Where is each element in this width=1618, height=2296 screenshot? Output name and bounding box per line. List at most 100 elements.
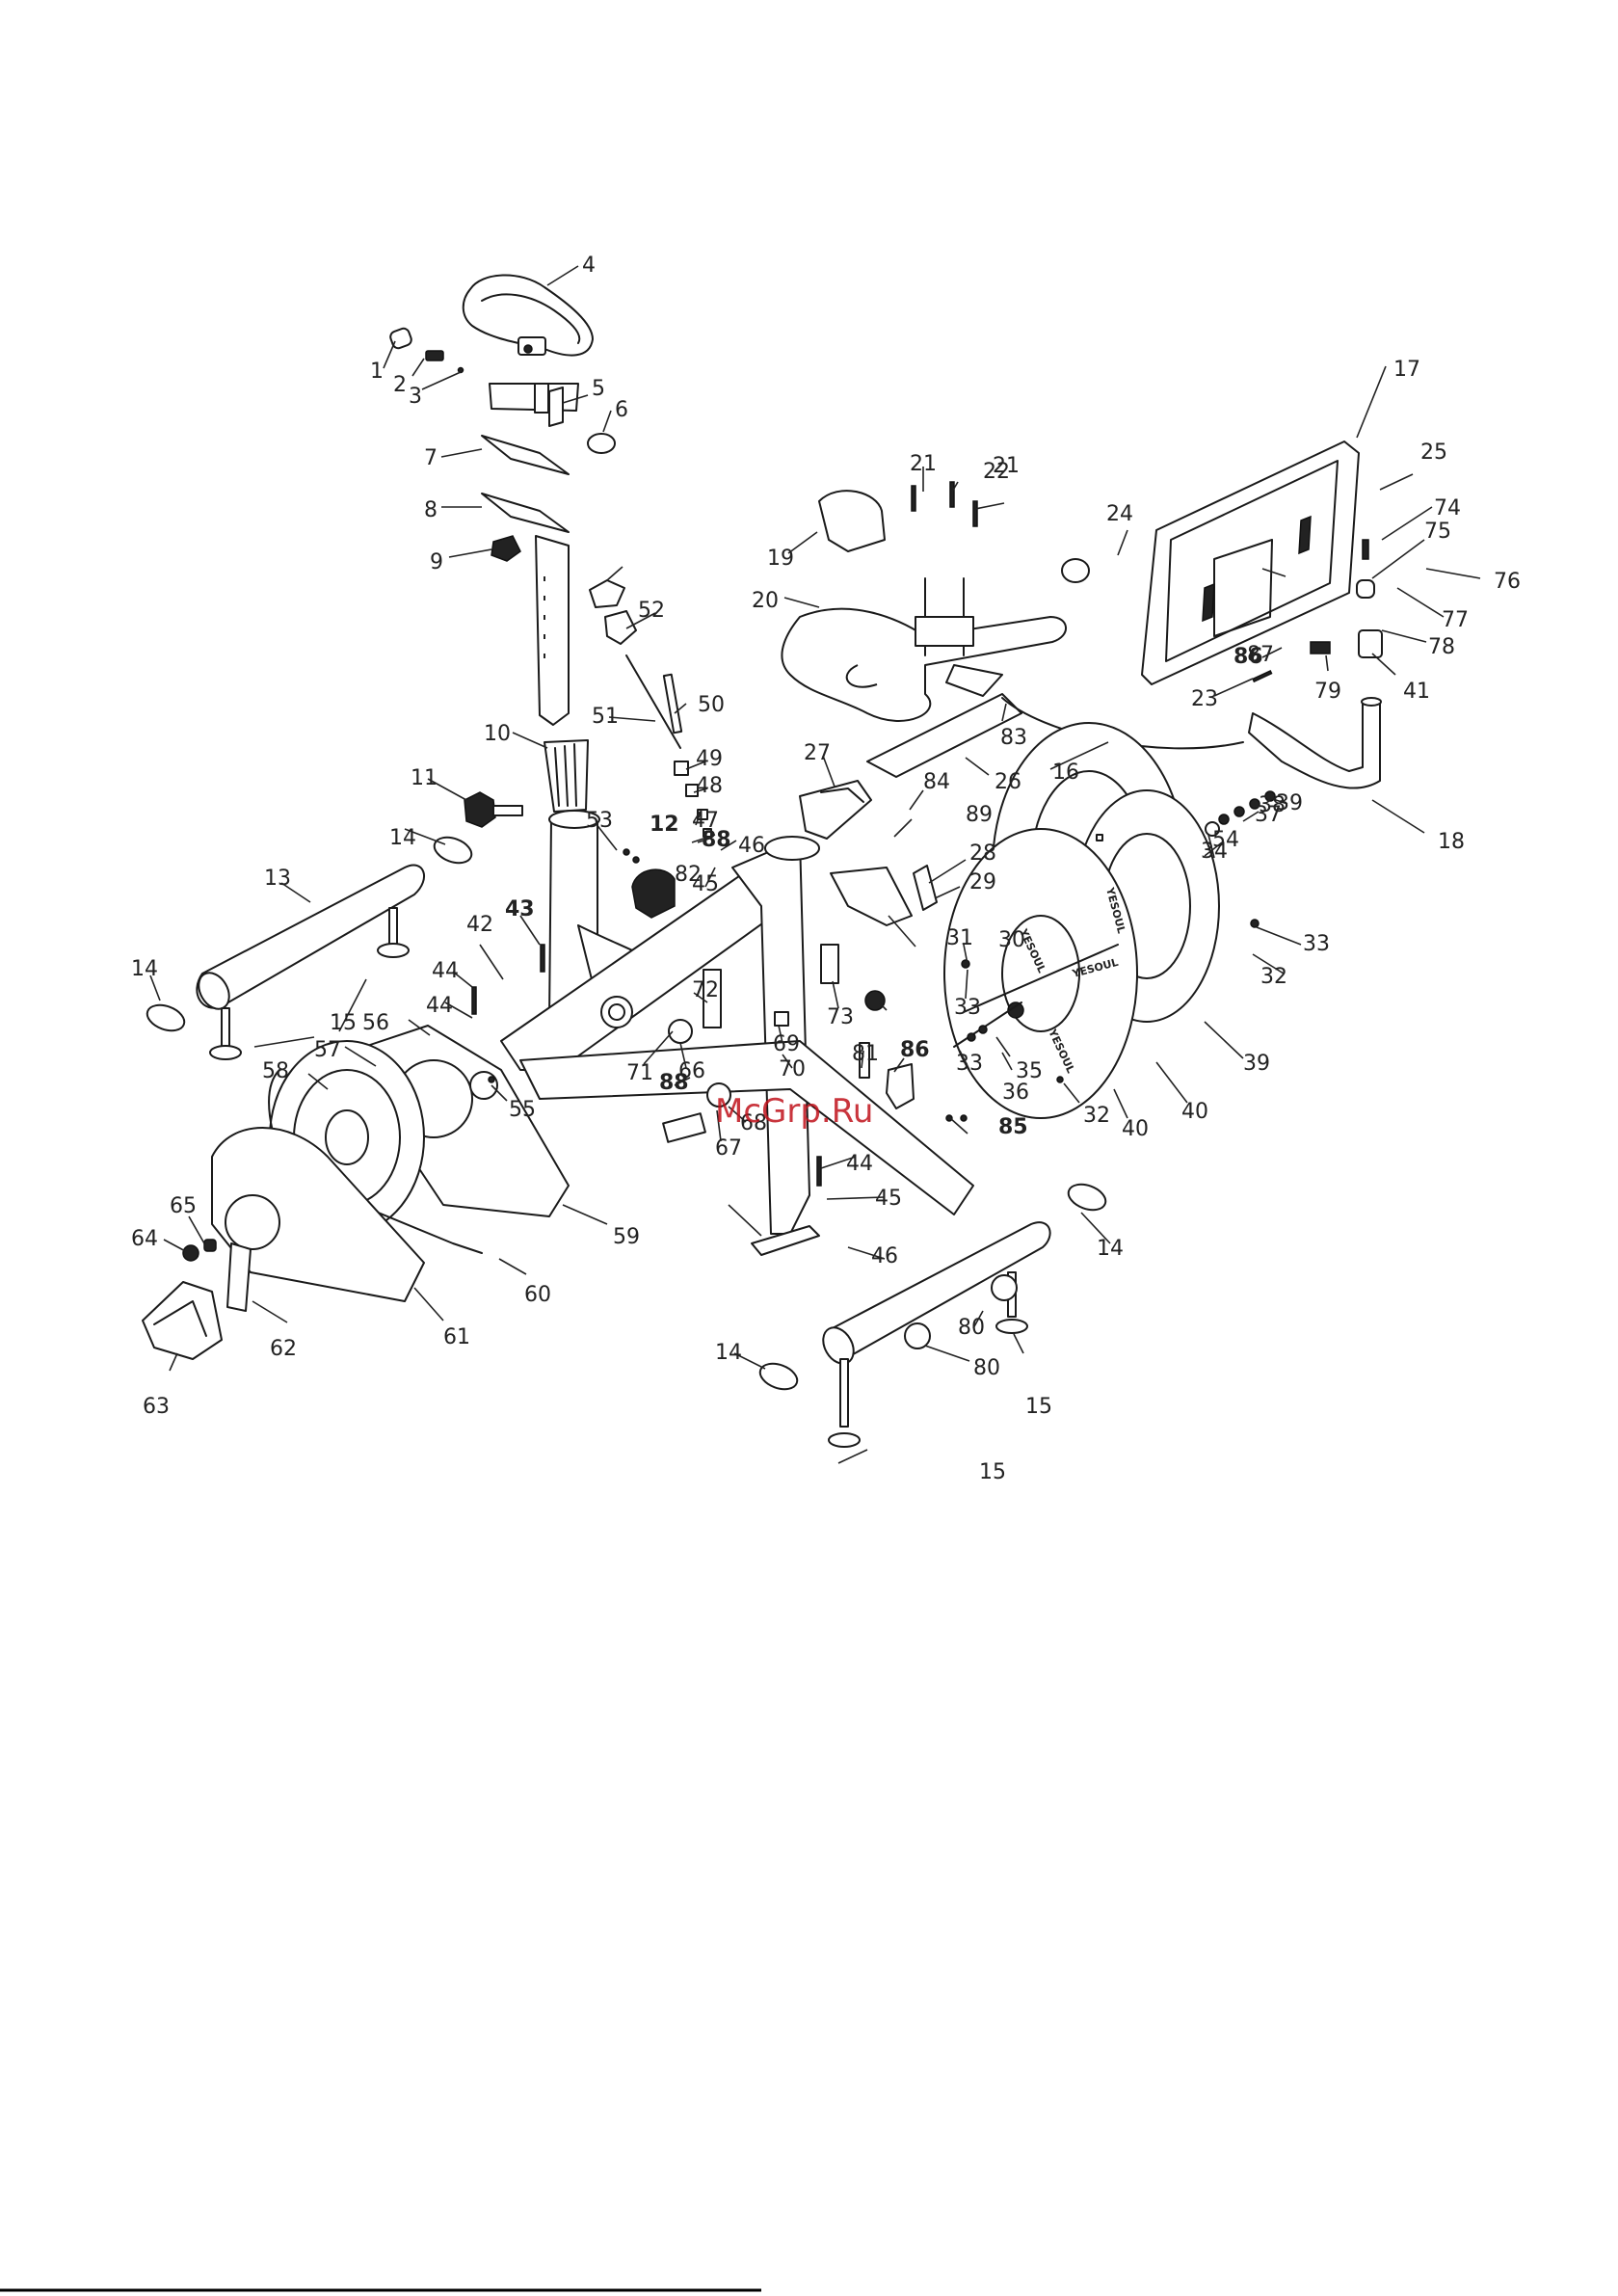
callout-31: 31 (946, 926, 973, 950)
crank-housing-parts (662, 944, 870, 1143)
callout-45: 45 (875, 1187, 902, 1211)
callout-33: 33 (954, 996, 981, 1020)
callout-15: 15 (330, 1011, 357, 1035)
handlebar-lock (589, 579, 712, 864)
callout-49: 49 (696, 747, 723, 771)
outer-guard (211, 1127, 425, 1312)
seat-post (535, 535, 570, 726)
callout-44: 44 (846, 1152, 873, 1176)
callout-36: 36 (1002, 1081, 1029, 1105)
callout-14: 14 (715, 1341, 742, 1365)
console-mast (1248, 697, 1382, 789)
callout-14: 14 (131, 957, 158, 981)
callout-10: 10 (484, 722, 511, 746)
callout-1: 1 (370, 360, 384, 384)
front-stabilizer (196, 864, 425, 1060)
callout-26: 26 (995, 770, 1021, 794)
callout-85: 85 (998, 1115, 1028, 1139)
console (1141, 441, 1360, 685)
adjustment-knob (464, 791, 523, 828)
callout-44: 44 (426, 994, 453, 1018)
end-caps (146, 836, 1107, 1391)
leader-lines (149, 265, 1481, 1464)
callout-87: 87 (1247, 643, 1274, 667)
flywheel-disc (943, 828, 1138, 1119)
main-frame (500, 810, 974, 1256)
callout-33: 33 (1303, 932, 1330, 956)
callout-29: 29 (969, 870, 996, 894)
callout-4: 4 (582, 254, 596, 278)
callout-81: 81 (852, 1042, 879, 1066)
callout-43: 43 (505, 897, 535, 921)
callout-50: 50 (698, 693, 725, 717)
seat-tube-sleeve (544, 739, 589, 813)
callout-82: 82 (675, 863, 702, 887)
callout-32: 32 (1260, 965, 1287, 989)
callout-21: 21 (993, 454, 1020, 478)
callout-88: 88 (659, 1071, 689, 1095)
callout-20: 20 (752, 589, 779, 613)
callout-33: 33 (956, 1052, 983, 1076)
callout-54: 54 (1212, 828, 1239, 852)
callout-12: 12 (650, 813, 679, 837)
callout-18: 18 (1438, 830, 1465, 854)
callout-71: 71 (626, 1061, 653, 1085)
callout-62: 62 (270, 1337, 297, 1361)
callout-68: 68 (740, 1111, 767, 1135)
callout-44: 44 (432, 959, 459, 983)
fasteners (471, 481, 1273, 1187)
callout-70: 70 (779, 1057, 806, 1081)
console-mount-plate (866, 664, 1022, 778)
callout-11: 11 (411, 766, 438, 790)
console-clamp (1310, 539, 1383, 658)
callout-84: 84 (923, 770, 950, 794)
callout-64: 64 (131, 1227, 158, 1251)
callout-13: 13 (264, 867, 291, 891)
callout-60: 60 (524, 1283, 551, 1307)
rear-stabilizer (822, 1221, 1051, 1448)
callout-86: 86 (900, 1038, 930, 1062)
callout-78: 78 (1428, 635, 1455, 659)
brake-assembly (799, 780, 938, 1109)
callout-69: 69 (773, 1032, 800, 1056)
callout-52: 52 (638, 599, 665, 623)
callout-6: 6 (615, 398, 628, 422)
saddle-clamp-parts (389, 327, 464, 374)
callout-46: 46 (871, 1244, 898, 1268)
callout-14: 14 (389, 826, 416, 850)
callout-59: 59 (613, 1225, 640, 1249)
callout-89: 89 (966, 803, 993, 827)
pedal (142, 1239, 223, 1360)
saddle (462, 274, 594, 357)
callout-80: 80 (973, 1356, 1000, 1380)
callout-88: 88 (702, 828, 731, 852)
callout-38: 38 (1259, 793, 1286, 817)
callout-25: 25 (1420, 441, 1447, 465)
callout-79: 79 (1314, 680, 1341, 704)
callout-9: 9 (430, 550, 443, 574)
callout-30: 30 (998, 928, 1025, 952)
seat-plates (481, 435, 570, 562)
callout-14: 14 (1097, 1237, 1124, 1261)
watermark: McGrp.Ru (715, 1092, 873, 1131)
callout-39: 39 (1276, 791, 1303, 815)
callout-21: 21 (910, 452, 937, 476)
callout-22: 22 (983, 460, 1010, 484)
callout-8: 8 (424, 498, 438, 522)
callout-63: 63 (143, 1395, 170, 1419)
callout-46: 46 (738, 834, 765, 858)
callout-58: 58 (262, 1059, 289, 1083)
axle (953, 790, 1276, 1048)
callout-5: 5 (592, 377, 605, 401)
callout-23: 23 (1191, 687, 1218, 711)
callout-32: 32 (1083, 1104, 1110, 1128)
callout-24: 24 (1106, 502, 1133, 526)
callout-40: 40 (1181, 1100, 1208, 1124)
callout-15: 15 (1025, 1395, 1052, 1419)
callout-45: 45 (692, 872, 719, 896)
callout-56: 56 (362, 1011, 389, 1035)
callout-42: 42 (466, 913, 493, 937)
callout-7: 7 (424, 446, 438, 470)
callout-65: 65 (170, 1194, 197, 1218)
